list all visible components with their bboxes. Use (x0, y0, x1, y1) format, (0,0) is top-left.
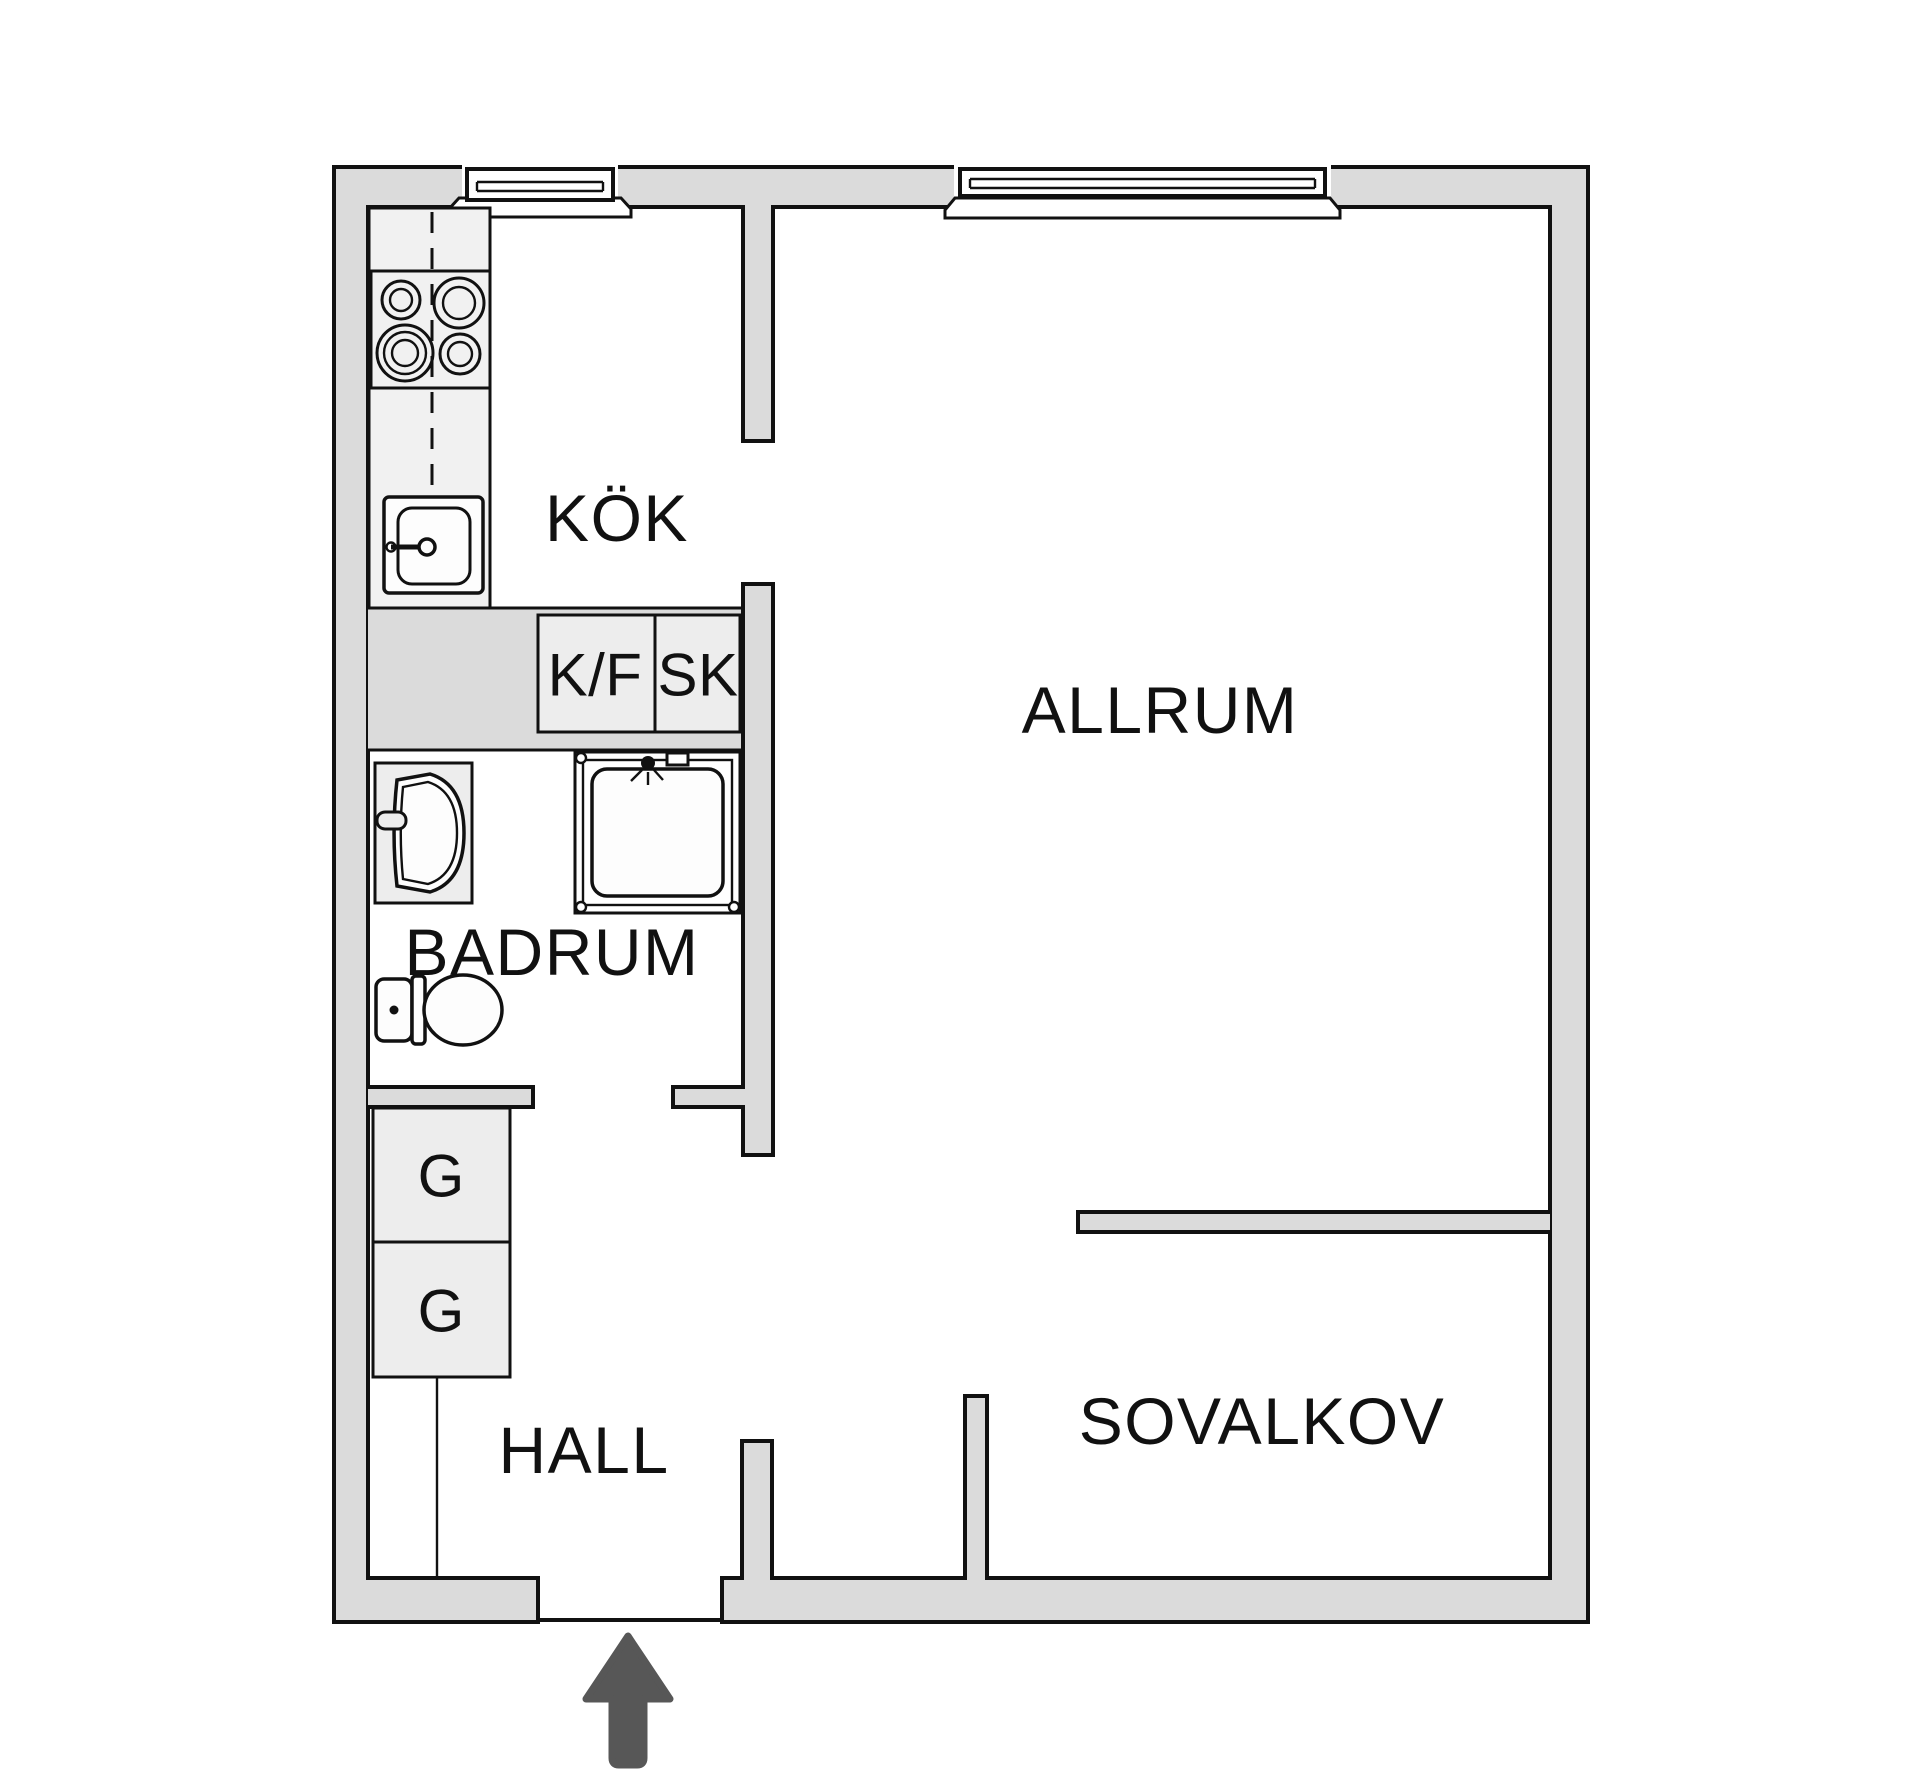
closet-g2-label: G (418, 1278, 465, 1345)
room-label-badrum: BADRUM (404, 915, 699, 989)
closet-kf-label: K/F (548, 642, 643, 709)
storage-units: K/F SK G G (371, 613, 742, 1578)
toilet-icon (374, 973, 504, 1047)
closet-g2 (371, 1240, 512, 1379)
closet-kf (536, 613, 657, 734)
window-frame (958, 167, 1327, 198)
closet-sk (653, 613, 742, 734)
entrance-cutout (540, 1576, 720, 1626)
bathroom-fixtures (373, 750, 742, 1047)
wall-kok-allrum (743, 205, 773, 441)
room-label-hall: HALL (498, 1413, 669, 1487)
closet-g1-label: G (418, 1143, 465, 1210)
wall-allrum-sovalkov (1078, 1212, 1550, 1232)
room-label-kok: KÖK (545, 481, 689, 555)
closet-g1 (371, 1106, 512, 1244)
wall-stub-sovalkov-edge (963, 1394, 989, 1580)
livingroom-window (943, 163, 1342, 220)
wall-stub-entrance-edge (740, 1439, 774, 1580)
room-label-allrum: ALLRUM (1022, 673, 1299, 747)
window-frame (465, 167, 615, 202)
entrance-opening (536, 1576, 724, 1626)
kitchen-window (447, 163, 633, 219)
washbasin-icon (373, 761, 474, 905)
entrance-jambs (536, 1578, 724, 1622)
stove-icon (369, 269, 492, 390)
kitchen-fixtures (367, 206, 492, 610)
wall-allrum-sovalkov-edge (1076, 1210, 1550, 1234)
closet-sk-label: SK (657, 642, 738, 709)
shower-icon (573, 750, 742, 915)
window-glass-lines (475, 180, 605, 193)
wall-kok-allrum-edge (741, 205, 775, 443)
wall-stub-sovalkov (965, 1396, 987, 1580)
room-labels: KÖK ALLRUM BADRUM HALL SOVALKOV (404, 481, 1446, 1487)
window-sill (943, 196, 1342, 220)
room-label-sovalkov: SOVALKOV (1079, 1384, 1446, 1458)
kitchen-sink-icon (382, 495, 485, 595)
wall-middle (671, 582, 775, 1157)
entrance-arrow-icon (582, 1632, 674, 1769)
window-glass-lines (968, 177, 1317, 190)
wall-stub-entrance (742, 1441, 772, 1580)
wall-badrum-bottom (368, 1087, 533, 1107)
